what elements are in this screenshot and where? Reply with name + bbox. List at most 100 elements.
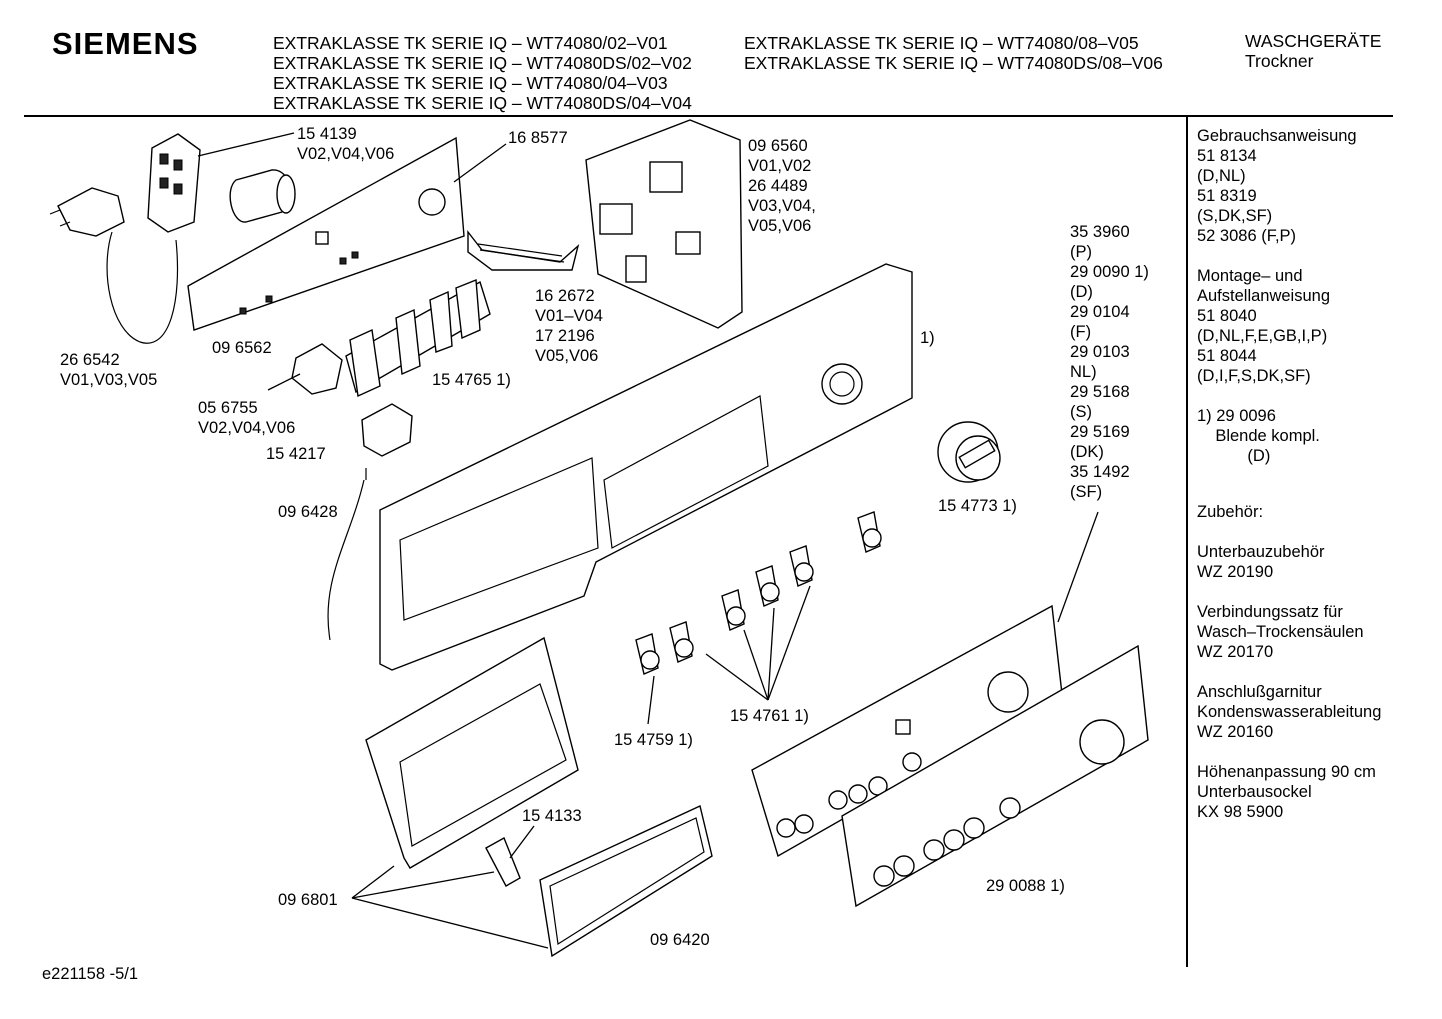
- sidebar-line: Zubehör:: [1197, 503, 1264, 521]
- part-number: 15 4133: [522, 807, 582, 825]
- part-label-162672: 16 2672 V01–V04 17 2196 V05,V06: [535, 286, 603, 366]
- model-line: EXTRAKLASSE TK SERIE IQ – WT74080/08–V05: [744, 33, 1139, 53]
- part-number: 26 4489: [748, 177, 808, 195]
- sidebar-block-user-manual: Gebrauchsanweisung 51 8134 (D,NL) 51 831…: [1197, 126, 1437, 246]
- sidebar-line: Unterbauzubehör: [1197, 543, 1325, 561]
- part-number: 29 5169: [1070, 423, 1130, 441]
- part-number: 35 1492: [1070, 463, 1130, 481]
- push-buttons-drawing: [635, 511, 882, 675]
- model-line: EXTRAKLASSE TK SERIE IQ – WT74080/02–V01: [273, 33, 668, 53]
- program-knob-drawing: [937, 421, 1001, 483]
- part-number: 29 0090 1): [1070, 263, 1149, 281]
- filter-drawing: [361, 403, 413, 480]
- part-variant: (DK): [1070, 443, 1104, 461]
- part-variant: V05,V06: [535, 347, 599, 365]
- latch-drawing: [485, 837, 521, 887]
- sidebar-line: 51 8040: [1197, 307, 1257, 325]
- part-variant: V03,V04,: [748, 197, 816, 215]
- part-number: 15 4759 1): [614, 731, 693, 749]
- part-number: 26 6542: [60, 351, 120, 369]
- sidebar-line: 51 8134: [1197, 147, 1257, 165]
- sidebar-line: Höhenanpassung 90 cm: [1197, 763, 1376, 781]
- capacitor-drawing: [229, 169, 296, 223]
- part-label-154133: 15 4133: [522, 806, 582, 826]
- part-variant: (P): [1070, 243, 1092, 261]
- part-label-096420: 09 6420: [650, 930, 710, 950]
- part-label-266542: 26 6542 V01,V03,V05: [60, 350, 157, 390]
- part-variant: V01,V02: [748, 157, 812, 175]
- part-number: 05 6755: [198, 399, 258, 417]
- sidebar-block-installation: Montage– und Aufstellanweisung 51 8040 (…: [1197, 266, 1437, 386]
- part-label-154761: 15 4761 1): [730, 706, 809, 726]
- category-subtitle: Trockner: [1245, 51, 1314, 71]
- part-number: 15 4765 1): [432, 371, 511, 389]
- drawer-handle-drawing: [539, 805, 713, 958]
- model-line: EXTRAKLASSE TK SERIE IQ – WT74080DS/02–V…: [273, 53, 692, 73]
- part-label-096562: 09 6562: [212, 338, 272, 358]
- model-line: EXTRAKLASSE TK SERIE IQ – WT74080DS/08–V…: [744, 53, 1163, 73]
- category-block: WASCHGERÄTE Trockner: [1245, 31, 1381, 71]
- part-label-154773: 15 4773 1): [938, 496, 1017, 516]
- sidebar-line: Unterbausockel: [1197, 783, 1312, 801]
- sidebar-line: KX 98 5900: [1197, 803, 1284, 821]
- part-number: 29 0104: [1070, 303, 1130, 321]
- document-id: e221158 -5/1: [42, 965, 139, 983]
- part-variant: (SF): [1070, 483, 1103, 501]
- sidebar-line: Montage– und: [1197, 267, 1303, 285]
- control-panel-frame-drawing: [379, 263, 913, 671]
- leader-lines: [197, 132, 1099, 949]
- category-title: WASCHGERÄTE: [1245, 31, 1382, 51]
- part-variant: (S): [1070, 403, 1092, 421]
- sidebar-divider: [1186, 117, 1188, 967]
- part-variant: V02,V04,V06: [198, 419, 296, 437]
- sidebar-line: WZ 20160: [1197, 723, 1274, 741]
- sidebar-line: 52 3086 (F,P): [1197, 227, 1297, 245]
- sidebar-line: Wasch–Trockensäulen: [1197, 623, 1364, 641]
- part-variant: V01,V03,V05: [60, 371, 158, 389]
- part-variant: (D): [1070, 283, 1093, 301]
- sidebar-line: Aufstellanweisung: [1197, 287, 1330, 305]
- sidebar-line: Kondenswasserableitung: [1197, 703, 1382, 721]
- part-variant: V05,V06: [748, 217, 812, 235]
- sidebar-line: 51 8319: [1197, 187, 1257, 205]
- drawer-front-drawing: [365, 636, 579, 869]
- sidebar-line: (S,DK,SF): [1197, 207, 1273, 225]
- part-number: 09 6562: [212, 339, 272, 357]
- sidebar-block-accessory: Unterbauzubehör WZ 20190: [1197, 542, 1437, 582]
- part-label-096560: 09 6560 V01,V02 26 4489 V03,V04, V05,V06: [748, 136, 816, 236]
- sidebar-line: Verbindungssatz für: [1197, 603, 1343, 621]
- wire-drawing: [327, 479, 365, 641]
- sidebar-block-accessories-title: Zubehör:: [1197, 502, 1437, 522]
- model-list-col1: EXTRAKLASSE TK SERIE IQ – WT74080/02–V01…: [273, 33, 692, 113]
- part-number: 16 8577: [508, 129, 568, 147]
- part-number: 15 4773 1): [938, 497, 1017, 515]
- header-divider: [24, 115, 1393, 117]
- sidebar-block-accessory: Verbindungssatz für Wasch–Trockensäulen …: [1197, 602, 1437, 662]
- part-label-168577: 16 8577: [508, 128, 568, 148]
- part-label-note1: 1): [920, 328, 935, 348]
- part-number: 15 4761 1): [730, 707, 809, 725]
- part-label-353960: 35 3960 (P) 29 0090 1) (D) 29 0104 (F) 2…: [1070, 222, 1149, 502]
- part-variant: V01–V04: [535, 307, 603, 325]
- sidebar-block-footnote: 1) 29 0096 Blende kompl. (D): [1197, 406, 1437, 466]
- sidebar-line: Blende kompl.: [1197, 427, 1320, 445]
- part-label-154139: 15 4139 V02,V04,V06: [297, 124, 394, 164]
- sidebar-line: Anschlußgarnitur: [1197, 683, 1322, 701]
- part-number: 16 2672: [535, 287, 595, 305]
- sidebar-line: (D,I,F,S,DK,SF): [1197, 367, 1311, 385]
- siemens-logo: SIEMENS: [52, 26, 199, 61]
- part-number: 17 2196: [535, 327, 595, 345]
- part-number: 09 6560: [748, 137, 808, 155]
- sidebar-line: 51 8044: [1197, 347, 1257, 365]
- model-line: EXTRAKLASSE TK SERIE IQ – WT74080DS/04–V…: [273, 93, 692, 113]
- part-number: 09 6420: [650, 931, 710, 949]
- sidebar-line: WZ 20190: [1197, 563, 1274, 581]
- part-label-096428: 09 6428: [278, 502, 338, 522]
- part-number: 29 0103: [1070, 343, 1130, 361]
- part-label-154765: 15 4765 1): [432, 370, 511, 390]
- footnote-marker: 1): [920, 329, 935, 347]
- part-label-290088: 29 0088 1): [986, 876, 1065, 896]
- sidebar-line: Gebrauchsanweisung: [1197, 127, 1357, 145]
- part-variant: NL): [1070, 363, 1097, 381]
